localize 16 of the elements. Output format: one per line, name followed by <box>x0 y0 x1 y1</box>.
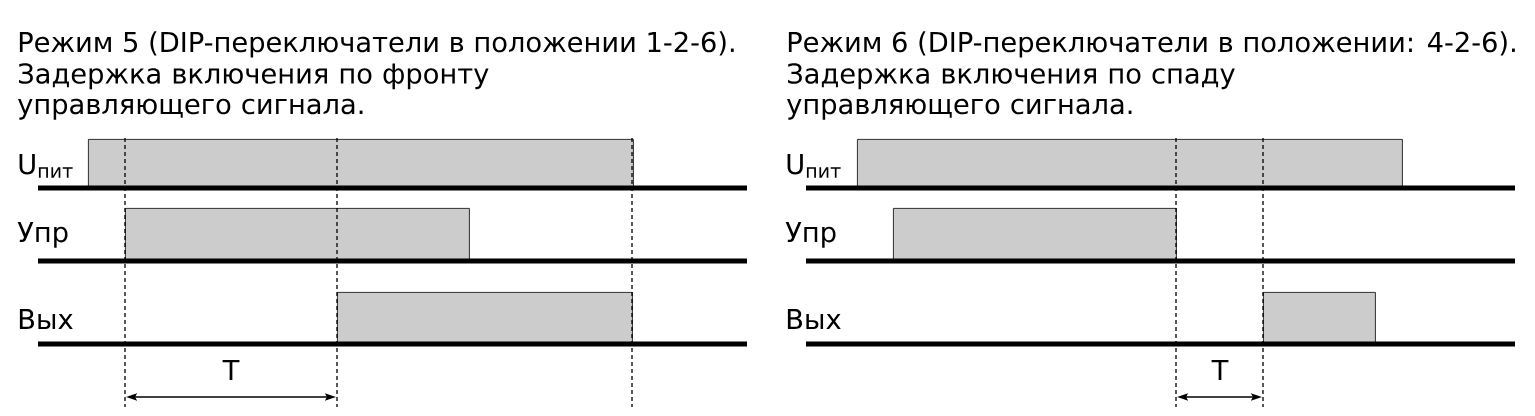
signal-label: Вых <box>19 309 73 329</box>
dimension-label: T <box>1211 360 1229 380</box>
dimension-label: T <box>222 360 240 380</box>
signal-label: Вых <box>787 309 841 329</box>
pulse <box>893 208 1177 262</box>
signal-label: U$_{пит}$ <box>19 154 73 178</box>
pulse <box>88 139 634 189</box>
pulse <box>337 292 633 345</box>
pulse <box>125 208 470 262</box>
heading: Режим 6 (DIP-переключатели в положении: 4-2-6). <box>788 31 1515 58</box>
pulse <box>1263 292 1376 345</box>
heading: Режим 5 (DIP-переключатели в положении 1-2-6). <box>19 31 734 58</box>
signal-label: U$_{пит}$ <box>787 154 841 178</box>
signal-label: Упр <box>785 222 836 248</box>
pulse <box>857 139 1403 189</box>
signal-label: Упр <box>17 222 68 248</box>
